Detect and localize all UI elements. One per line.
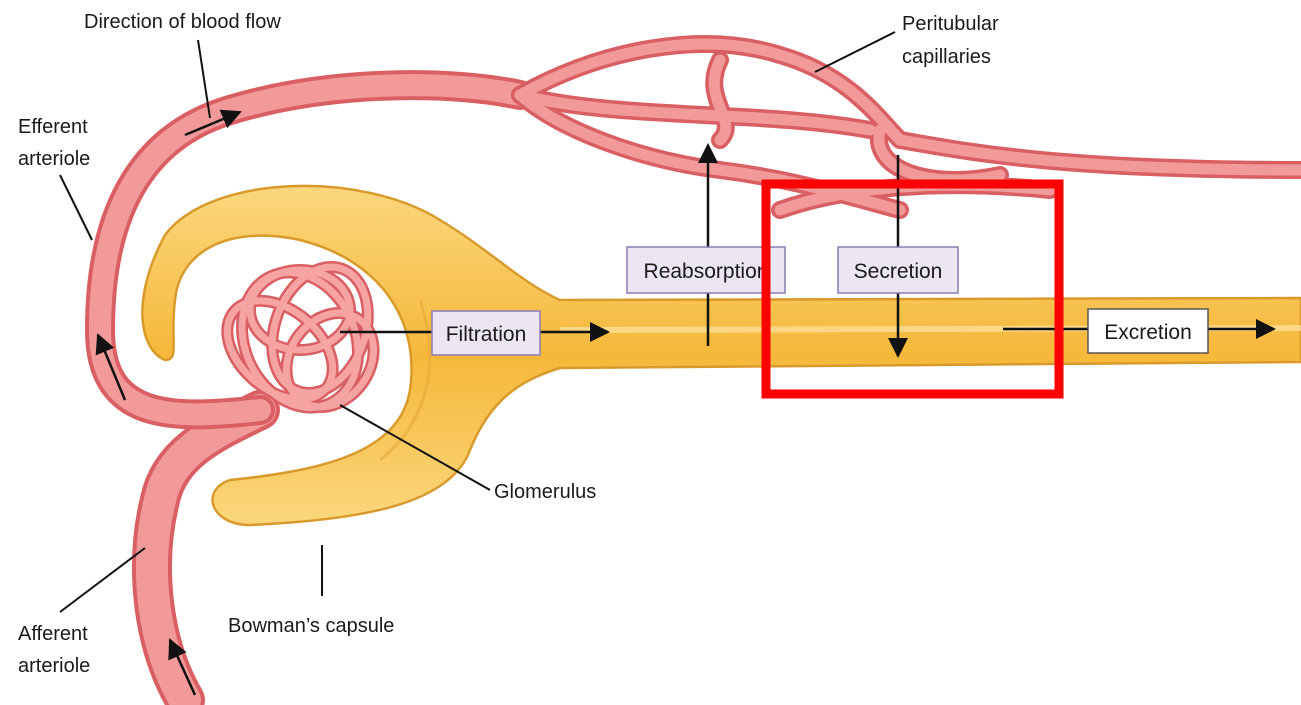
efferent-label-line1: Efferent	[18, 116, 88, 138]
bowmans-capsule-label: Bowman’s capsule	[228, 615, 394, 637]
excretion-label: Excretion	[1104, 321, 1192, 344]
afferent-label-line1: Afferent	[18, 623, 88, 645]
glomerulus-label: Glomerulus	[494, 481, 596, 503]
excretion-box: Excretion	[1088, 309, 1208, 353]
bowmans-capsule-shape	[142, 186, 1301, 525]
secretion-box: Secretion	[838, 247, 958, 293]
reabsorption-label: Reabsorption	[644, 260, 769, 283]
peritubular-label-line2: capillaries	[902, 46, 991, 68]
reabsorption-box: Reabsorption	[627, 247, 785, 293]
vessel-group	[100, 44, 1301, 700]
filtration-label: Filtration	[446, 323, 527, 346]
peritubular-label-line1: Peritubular	[902, 13, 999, 35]
filtration-box: Filtration	[432, 311, 540, 355]
efferent-label-line2: arteriole	[18, 148, 90, 170]
secretion-label: Secretion	[854, 260, 943, 283]
direction-of-blood-flow-label: Direction of blood flow	[84, 11, 281, 33]
leader-efferent	[60, 175, 92, 240]
tubule-group	[142, 186, 1301, 525]
leader-peritubular	[815, 32, 895, 72]
afferent-label-line2: arteriole	[18, 655, 90, 677]
